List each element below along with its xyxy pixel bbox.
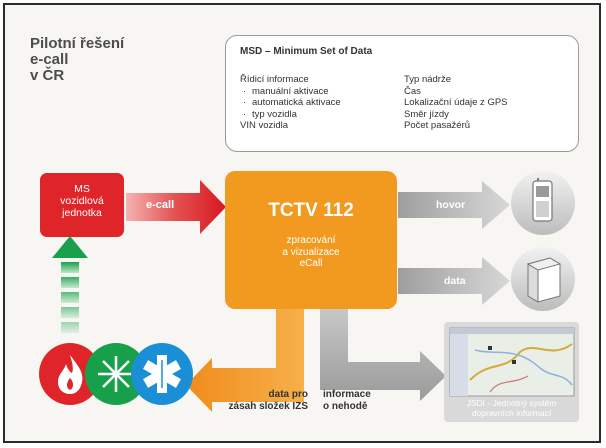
tctv-box [225,171,397,309]
ms-unit-label: MS vozidlová jednotka [60,183,104,219]
police-star-icon [98,356,134,392]
msd-right-list: Typ nádrže Čas Lokalizační údaje z GPS S… [404,74,508,132]
tctv-title: TCTV 112 [268,200,354,221]
mobile-phone-icon [532,178,553,222]
msd-item: Směr jízdy [404,108,449,120]
server-icon [526,257,562,303]
hovor-arrow [398,181,510,229]
msd-item: Řídicí informace [240,74,309,85]
tctv-subtitle: zpracování a vizualizace eCall [282,235,340,269]
data-arrow [398,257,510,305]
jsdi-screen [444,322,579,422]
fire-icon [58,355,83,394]
msd-item: typ vozidla [240,109,341,121]
green-dashed-arrow [52,236,88,333]
zasah-label: data pro zásah složek IZS [228,389,308,412]
msd-item: manuální aktivace [240,86,341,98]
hovor-label: hovor [436,199,466,211]
msd-left-list: Řídicí informace manuální aktivace autom… [240,74,341,132]
msd-heading: MSD – Minimum Set of Data [240,46,373,57]
ecall-label: e-call [146,199,175,211]
msd-item: Čas [404,85,421,97]
msd-item: automatická aktivace [240,97,341,109]
nehoda-arrow [320,308,446,401]
msd-item: Typ nádrže [404,74,451,85]
star-of-life-icon [143,355,181,393]
ecall-arrow [126,180,226,234]
jsdi-label: JSDI - Jednotný systém dopravních inform… [466,398,557,418]
msd-box: MSD – Minimum Set of Data Řídicí informa… [225,35,579,152]
zasah-arrow [186,308,304,412]
msd-item: Lokalizační údaje z GPS [404,97,508,108]
nehoda-label: informace o nehodě [323,389,371,412]
msd-item: VIN vozidla [240,120,289,131]
data-label: data [444,275,466,287]
diagram-title: Pilotní řešení e-call v ČR [30,35,125,84]
msd-item: Počet pasažérů [404,120,471,131]
ms-unit-box [40,173,124,237]
